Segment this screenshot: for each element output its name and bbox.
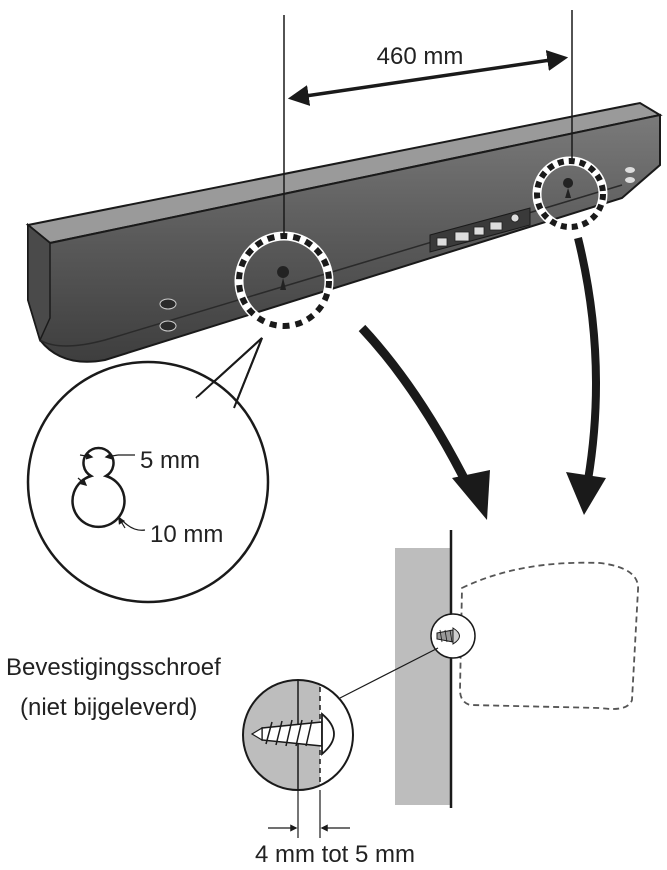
keyhole-outline-icon: [71, 446, 126, 529]
callout-circle: [26, 360, 270, 604]
soundbar-outline-dashed: [459, 561, 639, 710]
arrow-head-icon: [452, 470, 490, 520]
screw-note-label: (niet bijgeleverd): [20, 694, 197, 721]
gap-label: 4 mm tot 5 mm: [255, 841, 415, 868]
wall-block: [395, 548, 451, 805]
indicator-icon: [625, 177, 635, 183]
keyhole-slot-left-icon: [277, 266, 290, 290]
screw-head-icon: [452, 627, 460, 645]
indicator-icon: [625, 167, 635, 173]
screw-title-label: Bevestigingsschroef: [6, 654, 221, 681]
wall-section: [395, 530, 639, 808]
screw-zoom-detail: [242, 679, 354, 791]
side-button-icon: [159, 320, 177, 332]
keyhole-narrow-label: 5 mm: [140, 447, 200, 474]
spacing-label: 460 mm: [377, 43, 464, 70]
keyhole-wide-label: 10 mm: [150, 521, 223, 548]
soundbar-device: [25, 101, 663, 363]
connector-panel: [429, 207, 531, 253]
keyhole-detail-callout: 5 mm 10 mm: [26, 337, 270, 604]
arrow-head-icon: [566, 472, 606, 515]
mounting-arrows: [358, 237, 606, 520]
curved-arrow-left: [358, 324, 475, 493]
dimension-arrow: [287, 50, 569, 106]
screw-head-zoom-icon: [321, 712, 335, 756]
curved-arrow-right: [574, 237, 600, 481]
gap-dimension: 4 mm tot 5 mm: [255, 790, 415, 868]
side-button-icon: [159, 298, 177, 310]
spacing-dimension: 460 mm: [283, 10, 573, 236]
keyhole-slot-right-icon: [563, 178, 574, 198]
soundbar-front-face: [27, 113, 661, 363]
keyhole-highlight-right: [534, 158, 606, 230]
